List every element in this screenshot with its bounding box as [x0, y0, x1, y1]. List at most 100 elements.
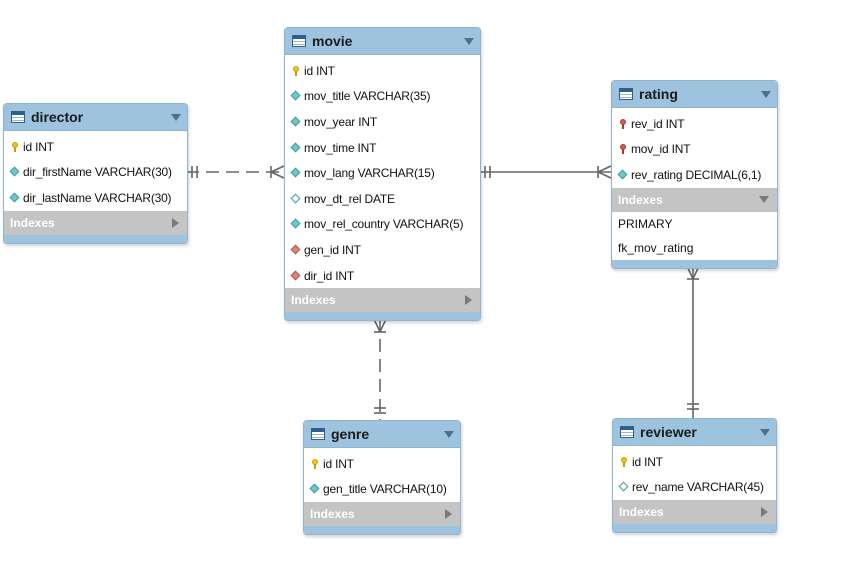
- indexes-label: Indexes: [619, 505, 664, 520]
- nullable-column-icon: [291, 194, 301, 204]
- column-diamond-icon: [291, 117, 301, 127]
- indexes-label: Indexes: [10, 215, 55, 230]
- table-header[interactable]: genre: [304, 421, 460, 448]
- column-row[interactable]: rev_rating DECIMAL(6,1): [612, 162, 777, 188]
- table-icon: [311, 428, 325, 440]
- chevron-down-icon[interactable]: [444, 430, 454, 438]
- column-diamond-icon: [10, 167, 20, 177]
- table-icon: [292, 35, 306, 47]
- index-item[interactable]: PRIMARY: [618, 216, 673, 231]
- collapse-down-icon[interactable]: [759, 196, 769, 204]
- table-movie[interactable]: movie id INT mov_title VARCHAR(35) mov_y…: [284, 27, 481, 322]
- table-name: genre: [331, 426, 370, 442]
- column-label: id INT: [23, 139, 54, 154]
- column-row[interactable]: rev_name VARCHAR(45): [613, 475, 776, 501]
- column-label: mov_title VARCHAR(35): [304, 89, 431, 104]
- column-diamond-icon: [291, 91, 301, 101]
- table-footer: [285, 312, 480, 321]
- indexes-label: Indexes: [618, 192, 663, 207]
- foreign-key-column-icon: [291, 245, 301, 255]
- column-label: id INT: [632, 454, 663, 469]
- column-label: mov_dt_rel DATE: [304, 191, 395, 206]
- table-genre[interactable]: genre id INT gen_title VARCHAR(10) Index…: [303, 420, 461, 536]
- table-header[interactable]: movie: [285, 28, 480, 55]
- table-reviewer[interactable]: reviewer id INT rev_name VARCHAR(45) Ind…: [612, 418, 777, 534]
- table-header[interactable]: reviewer: [613, 419, 776, 446]
- column-row[interactable]: id INT: [4, 134, 187, 160]
- column-row[interactable]: mov_year INT: [285, 109, 480, 135]
- expand-right-icon[interactable]: [445, 509, 452, 520]
- nullable-column-icon: [619, 482, 629, 492]
- column-row[interactable]: mov_rel_country VARCHAR(5): [285, 212, 480, 238]
- column-row[interactable]: mov_title VARCHAR(35): [285, 84, 480, 110]
- column-row[interactable]: id INT: [304, 451, 460, 477]
- expand-right-icon[interactable]: [761, 507, 768, 518]
- indexes-bar[interactable]: Indexes: [612, 187, 777, 212]
- column-row[interactable]: mov_lang VARCHAR(15): [285, 160, 480, 186]
- column-label: gen_id INT: [304, 242, 361, 257]
- primary-key-icon: [291, 65, 301, 76]
- column-row[interactable]: gen_title VARCHAR(10): [304, 477, 460, 503]
- table-footer: [304, 526, 460, 535]
- table-director[interactable]: director id INT dir_firstName VARCHAR(30…: [3, 103, 188, 244]
- primary-key-icon: [619, 456, 629, 467]
- column-row[interactable]: mov_dt_rel DATE: [285, 186, 480, 212]
- expand-right-icon[interactable]: [172, 217, 179, 228]
- foreign-key-icon: [618, 118, 628, 129]
- table-header[interactable]: rating: [612, 81, 777, 108]
- indexes-bar[interactable]: Indexes: [304, 502, 460, 527]
- foreign-key-column-icon: [291, 271, 301, 281]
- indexes-bar[interactable]: Indexes: [613, 500, 776, 525]
- table-footer: [4, 234, 187, 243]
- indexes-label: Indexes: [291, 293, 336, 308]
- table-footer: [613, 524, 776, 533]
- column-row[interactable]: rev_id INT: [612, 111, 777, 137]
- column-row[interactable]: dir_id INT: [285, 263, 480, 289]
- indexes-bar[interactable]: Indexes: [285, 288, 480, 313]
- indexes-bar[interactable]: Indexes: [4, 210, 187, 235]
- column-label: mov_lang VARCHAR(15): [304, 166, 435, 181]
- relationship-movie-rating[interactable]: [479, 165, 612, 179]
- column-diamond-icon: [291, 219, 301, 229]
- chevron-down-icon[interactable]: [760, 428, 770, 436]
- table-footer: [612, 259, 777, 268]
- column-label: rev_rating DECIMAL(6,1): [631, 167, 762, 182]
- relationship-reviewer-rating[interactable]: [686, 265, 700, 418]
- table-icon: [619, 88, 633, 100]
- indexes-label: Indexes: [310, 507, 355, 522]
- table-name: reviewer: [640, 424, 697, 440]
- expand-right-icon[interactable]: [465, 295, 472, 306]
- relationship-director-movie[interactable]: [186, 165, 285, 179]
- column-diamond-icon: [618, 170, 628, 180]
- table-rating[interactable]: rating rev_id INT mov_id INT rev_rating …: [611, 80, 778, 269]
- chevron-down-icon[interactable]: [761, 90, 771, 98]
- column-label: dir_lastName VARCHAR(30): [23, 190, 172, 205]
- column-label: id INT: [304, 63, 335, 78]
- column-label: gen_title VARCHAR(10): [323, 482, 447, 497]
- table-name: rating: [639, 86, 678, 102]
- column-label: mov_rel_country VARCHAR(5): [304, 217, 464, 232]
- chevron-down-icon[interactable]: [464, 37, 474, 45]
- column-diamond-icon: [291, 168, 301, 178]
- column-label: dir_firstName VARCHAR(30): [23, 165, 172, 180]
- column-diamond-icon: [10, 193, 20, 203]
- table-header[interactable]: director: [4, 104, 187, 131]
- chevron-down-icon[interactable]: [171, 113, 181, 121]
- foreign-key-icon: [618, 144, 628, 155]
- column-label: mov_year INT: [304, 114, 377, 129]
- column-label: id INT: [323, 456, 354, 471]
- column-label: mov_id INT: [631, 142, 691, 157]
- column-row[interactable]: id INT: [285, 58, 480, 84]
- relationship-genre-movie[interactable]: [373, 318, 387, 420]
- column-row[interactable]: dir_lastName VARCHAR(30): [4, 185, 187, 211]
- index-item[interactable]: fk_mov_rating: [618, 240, 694, 255]
- column-diamond-icon: [291, 143, 301, 153]
- column-label: dir_id INT: [304, 268, 355, 283]
- table-icon: [620, 426, 634, 438]
- column-row[interactable]: id INT: [613, 449, 776, 475]
- column-row[interactable]: gen_id INT: [285, 237, 480, 263]
- column-label: mov_time INT: [304, 140, 377, 155]
- column-row[interactable]: mov_time INT: [285, 135, 480, 161]
- column-row[interactable]: mov_id INT: [612, 137, 777, 163]
- column-row[interactable]: dir_firstName VARCHAR(30): [4, 160, 187, 186]
